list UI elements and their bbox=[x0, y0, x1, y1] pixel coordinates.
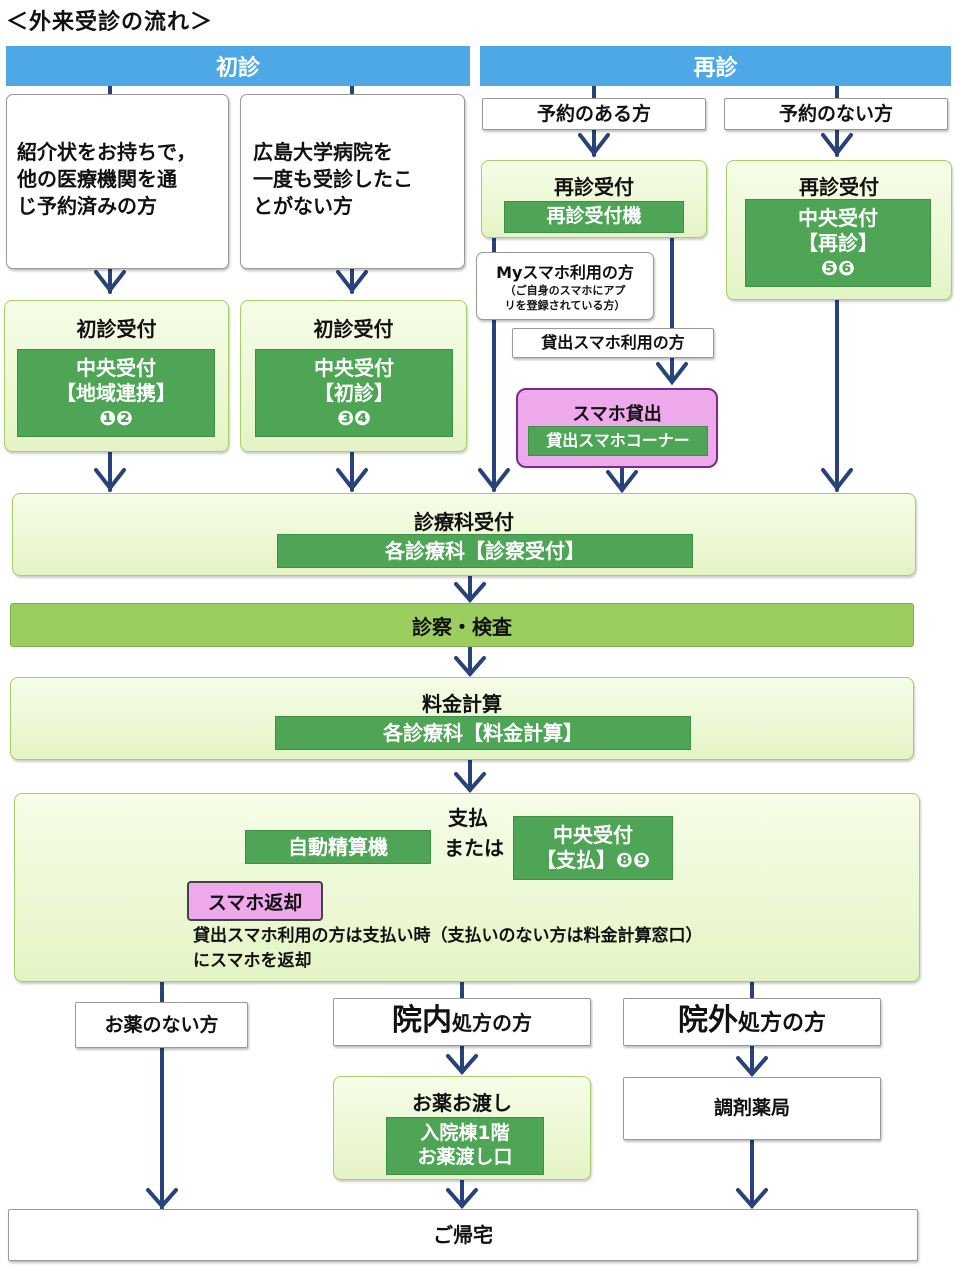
counter-number: ❺❻ bbox=[821, 255, 855, 280]
without-appointment-box: 予約のない方 bbox=[724, 98, 948, 130]
counter-line: 【地域連携】 bbox=[56, 380, 176, 405]
revisit-reception-central-box: 再診受付 中央受付 【再診】 ❺❻ bbox=[726, 160, 952, 300]
department-reception-box: 診療科受付 各診療科【診察受付】 bbox=[12, 493, 916, 576]
outside-big-text: 院外 bbox=[677, 1003, 738, 1038]
new-patient-text-line: 広島大学病院を bbox=[253, 140, 393, 164]
new-patient-box: 広島大学病院を 一度も受診したこ とがない方 bbox=[240, 94, 465, 269]
counter-line: 中央受付 bbox=[798, 205, 878, 230]
revisit-reception-label: 再診受付 bbox=[554, 175, 634, 199]
department-reception-label: 診療科受付 bbox=[414, 510, 514, 534]
central-reception-payment-bar: 中央受付 【支払】❽❾ bbox=[513, 816, 673, 880]
new-patient-text-line: とがない方 bbox=[253, 194, 353, 218]
referral-text-line: 紹介状をお持ちで， bbox=[17, 140, 197, 164]
inhouse-big-text: 院内 bbox=[392, 1003, 452, 1038]
first-reception-left: 初診受付 中央受付 【地域連携】 ❶❷ bbox=[4, 300, 229, 452]
central-reception-revisit-bar: 中央受付 【再診】 ❺❻ bbox=[745, 199, 931, 287]
revisit-reception-machine-box: 再診受付 再診受付機 bbox=[481, 160, 707, 238]
my-phone-label: Myスマホ利用の方 bbox=[496, 263, 634, 282]
go-home-box: ご帰宅 bbox=[8, 1209, 918, 1261]
counter-line: 【支払】❽❾ bbox=[536, 848, 650, 872]
revisit-reception-label: 再診受付 bbox=[799, 175, 879, 199]
outside-prescription-box: 院外処方の方 bbox=[623, 998, 881, 1046]
counter-line: お薬渡し口 bbox=[417, 1146, 513, 1168]
new-patient-text-line: 一度も受診したこ bbox=[253, 167, 413, 191]
exam-bar: 診察・検査 bbox=[10, 603, 914, 647]
phone-loan-label: スマホ貸出 bbox=[572, 404, 662, 425]
page-title: ＜外来受診の流れ＞ bbox=[6, 10, 214, 35]
counter-line: 【再診】 bbox=[798, 230, 878, 255]
first-reception-label: 初診受付 bbox=[76, 317, 157, 341]
referral-text-line: じ予約済みの方 bbox=[17, 194, 157, 218]
counter-line: 入院棟1階 bbox=[420, 1122, 510, 1145]
first-reception-label: 初診受付 bbox=[313, 317, 394, 341]
loan-phone-user-box: 貸出スマホ利用の方 bbox=[512, 328, 714, 358]
department-reception-bar: 各診療科【診察受付】 bbox=[277, 534, 693, 568]
header-revisit: 再診 bbox=[480, 46, 951, 86]
first-reception-right: 初診受付 中央受付 【初診】 ❸❹ bbox=[240, 300, 467, 452]
counter-line: 【初診】 bbox=[314, 380, 394, 405]
medicine-handover-box: お薬お渡し 入院棟1階 お薬渡し口 bbox=[333, 1076, 591, 1180]
payment-label: 支払 bbox=[448, 806, 488, 830]
billing-bar: 各診療科【料金計算】 bbox=[275, 716, 691, 750]
my-phone-note: リを登録されている方） bbox=[504, 299, 626, 312]
return-note-line: にスマホを返却 bbox=[193, 951, 312, 971]
central-reception-first-bar: 中央受付 【初診】 ❸❹ bbox=[255, 349, 453, 437]
medicine-handover-label: お薬お渡し bbox=[412, 1091, 512, 1115]
loan-phone-corner-bar: 貸出スマホコーナー bbox=[528, 426, 708, 456]
phone-return-note: 貸出スマホ利用の方は支払い時（支払いのない方は料金計算窓口） にスマホを返却 bbox=[193, 924, 703, 974]
header-first-visit: 初診 bbox=[6, 46, 470, 86]
referral-text-line: 他の医療機関を通 bbox=[17, 167, 177, 191]
billing-box: 料金計算 各診療科【料金計算】 bbox=[10, 677, 914, 760]
counter-line: 中央受付 bbox=[76, 355, 156, 380]
inhouse-prescription-box: 院内処方の方 bbox=[333, 998, 591, 1046]
auto-payment-machine-bar: 自動精算機 bbox=[245, 830, 431, 864]
payment-box: 支払 自動精算機 または 中央受付 【支払】❽❾ スマホ返却 貸出スマホ利用の方… bbox=[14, 793, 920, 982]
with-appointment-box: 予約のある方 bbox=[482, 98, 706, 130]
my-phone-note: （ご自身のスマホにアプ bbox=[504, 284, 626, 297]
or-text: または bbox=[444, 836, 504, 860]
referral-patient-box: 紹介状をお持ちで， 他の医療機関を通 じ予約済みの方 bbox=[6, 94, 229, 269]
inhouse-small-text: 処方の方 bbox=[452, 1011, 532, 1035]
counter-line: 中央受付 bbox=[553, 823, 633, 847]
phone-return-chip: スマホ返却 bbox=[187, 881, 323, 921]
counter-number: ❸❹ bbox=[337, 405, 371, 430]
revisit-machine-bar: 再診受付機 bbox=[504, 201, 684, 233]
return-note-line: 貸出スマホ利用の方は支払い時（支払いのない方は料金計算窓口） bbox=[193, 926, 703, 946]
medicine-counter-bar: 入院棟1階 お薬渡し口 bbox=[386, 1117, 544, 1175]
billing-label: 料金計算 bbox=[422, 692, 502, 716]
counter-line: 中央受付 bbox=[314, 355, 394, 380]
no-medicine-box: お薬のない方 bbox=[75, 1002, 248, 1048]
central-reception-regional-bar: 中央受付 【地域連携】 ❶❷ bbox=[17, 349, 215, 437]
phone-loan-box: スマホ貸出 貸出スマホコーナー bbox=[516, 388, 718, 468]
pharmacy-box: 調剤薬局 bbox=[623, 1077, 881, 1140]
counter-number: ❶❷ bbox=[99, 405, 133, 430]
my-phone-user-box: Myスマホ利用の方 （ご自身のスマホにアプ リを登録されている方） bbox=[476, 252, 654, 320]
outside-small-text: 処方の方 bbox=[737, 1011, 826, 1036]
